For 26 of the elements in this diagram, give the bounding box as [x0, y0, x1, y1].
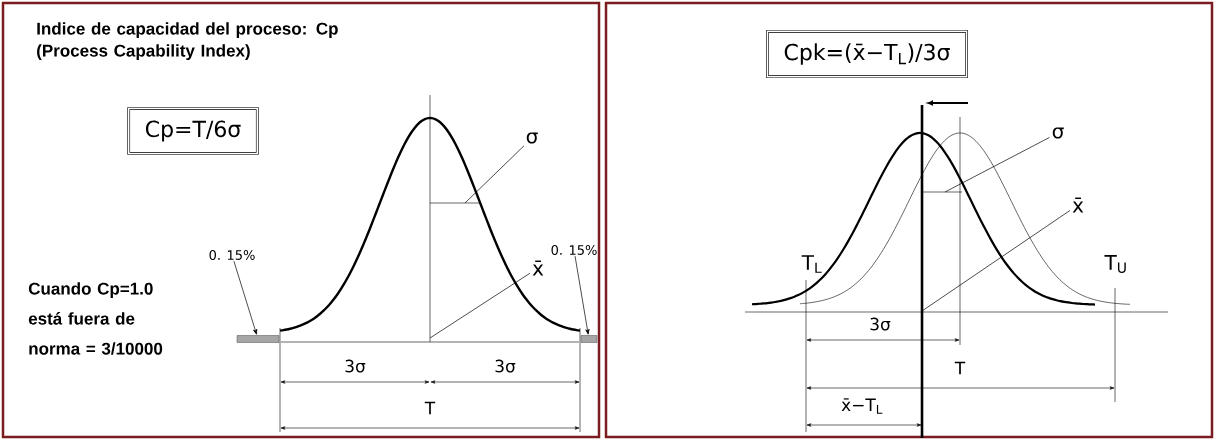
limit-label: T$_{U}$ [1103, 254, 1129, 274]
formula-box: Cp=T/6σ [127, 107, 259, 155]
dimension-label: T [423, 400, 437, 416]
symbol-label: x̄ [532, 260, 544, 276]
formula-box: Cpk=(x̄−T$_{L}$)/3σ [766, 30, 968, 78]
symbol-label: σ [526, 132, 538, 144]
shaded-tail [236, 335, 280, 343]
leader-line [464, 145, 525, 204]
leader-line [233, 260, 258, 335]
percent-label: 0. 15% [551, 245, 597, 255]
dimension-label: T [953, 360, 967, 376]
dimension-label: 3σ [868, 316, 892, 332]
symbol-label: x̄ [1072, 197, 1084, 213]
leader-line [944, 137, 1050, 193]
dimension-label: 3σ [343, 358, 367, 374]
leader-line [574, 255, 590, 335]
leader-line [429, 272, 531, 339]
title: Indice de capacidad del proceso: Cp (Process Capability Index) [37, 22, 338, 61]
symbol-label: σ [1052, 127, 1064, 139]
dimension-label: 3σ [493, 358, 517, 374]
note-text: Cuando Cp=1.0 está fuera de norma = 3/10000 [28, 282, 163, 355]
leader-line [921, 210, 1071, 312]
shaded-tail [580, 335, 598, 343]
dimension-label: x̄−T$_{L}$ [840, 397, 884, 415]
percent-label: 0. 15% [209, 250, 255, 260]
limit-label: T$_{L}$ [800, 254, 824, 274]
